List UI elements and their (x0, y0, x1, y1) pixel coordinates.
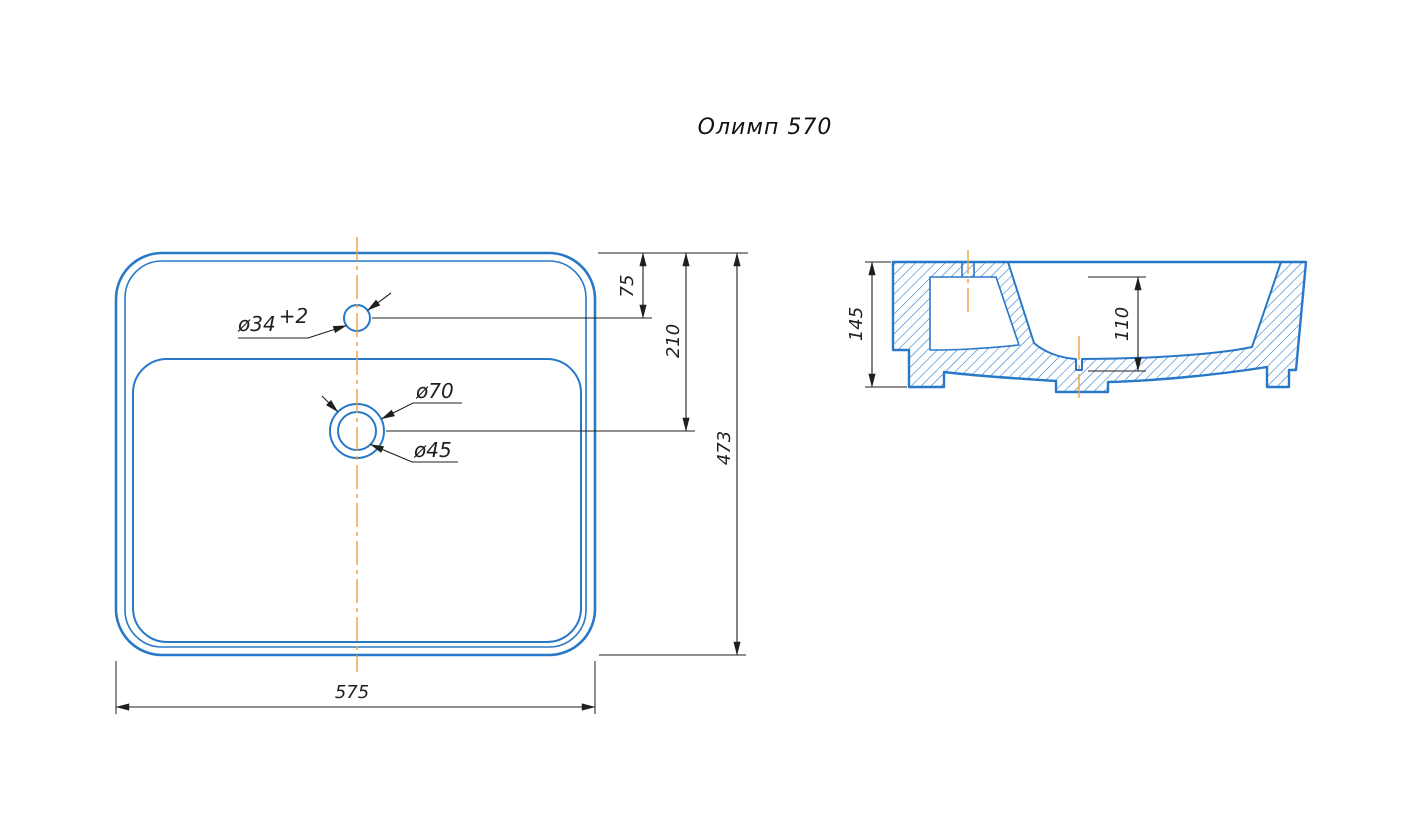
dim-overall-width: 575 (335, 682, 369, 703)
faucet-hole-label: ø34+2 (237, 304, 308, 336)
dim-drain-offset: 210 (663, 324, 684, 358)
drawing-title: Олимп 570 (698, 115, 833, 140)
drain-outer-leader (381, 402, 462, 420)
section-basin-surface (1007, 261, 1282, 371)
drain-outer-label: ø70 (415, 379, 454, 403)
dim-overall-depth: 473 (714, 431, 735, 465)
sink-inner-contour (124, 260, 587, 648)
dim-faucet-offset: 75 (617, 275, 638, 298)
drain-outer-leader-opposite (321, 395, 339, 413)
hole-callouts: ø34+2 ø70 ø45 (237, 292, 462, 463)
section-view-dimensions: 145 110 (846, 261, 1146, 388)
section-view (891, 250, 1308, 402)
dim-bowl-depth: 110 (1112, 307, 1133, 341)
top-view (114, 237, 597, 672)
faucet-hole-leader-opposite (367, 292, 392, 311)
section-shell-cavity (929, 276, 1020, 351)
top-view-dimensions: 75 210 473 575 (115, 252, 748, 714)
section-outer-profile (891, 260, 1308, 394)
faucet-hole-leader (238, 324, 347, 339)
section-hatching (893, 262, 1306, 392)
dim-section-height: 145 (846, 307, 867, 341)
drain-inner-label: ø45 (413, 438, 452, 462)
sink-outer-contour (114, 251, 597, 657)
drain-inner-leader (369, 443, 458, 463)
